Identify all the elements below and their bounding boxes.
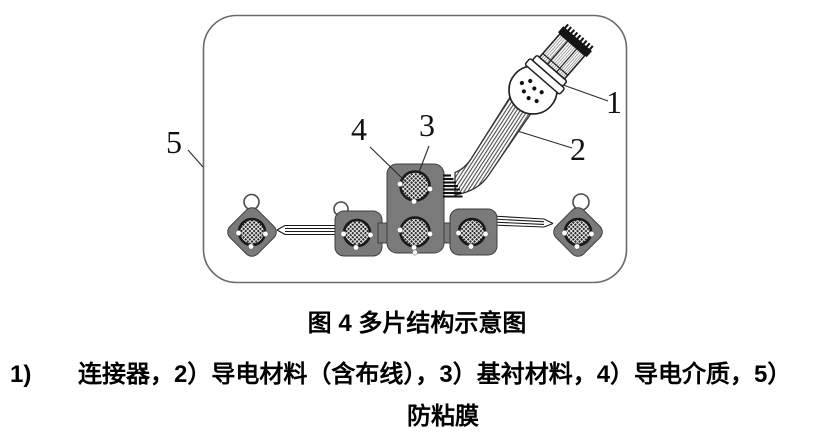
conductive-ribbon-cable: [454, 93, 535, 196]
electrode-anchor-dots: [235, 181, 595, 256]
callout-5: 5: [166, 124, 182, 160]
figure-caption: 图 4 多片结构示意图: [307, 310, 527, 337]
connector-plug-body: [538, 32, 586, 81]
callout-3: 3: [419, 107, 435, 143]
callout-1: 1: [606, 84, 622, 120]
wire-traces: [276, 215, 554, 236]
legend-line-2: 防粘膜: [407, 403, 479, 430]
connector-comb-band: [558, 26, 592, 58]
callout-4: 4: [351, 111, 367, 147]
connector: [508, 23, 594, 115]
callout-2: 2: [570, 131, 586, 167]
pad-ring-tabs: [243, 193, 590, 217]
connector-plug-dividers: [542, 40, 578, 76]
connector-head-dots: [519, 78, 544, 104]
connector-comb-teeth: [564, 23, 594, 51]
schematic-svg: [187, 14, 628, 284]
legend-line-1: 1) 连接器，2）导电材料（含布线），3）基衬材料，4）导电介质，5）: [10, 361, 792, 388]
cable-fanout-wires: [443, 174, 463, 198]
